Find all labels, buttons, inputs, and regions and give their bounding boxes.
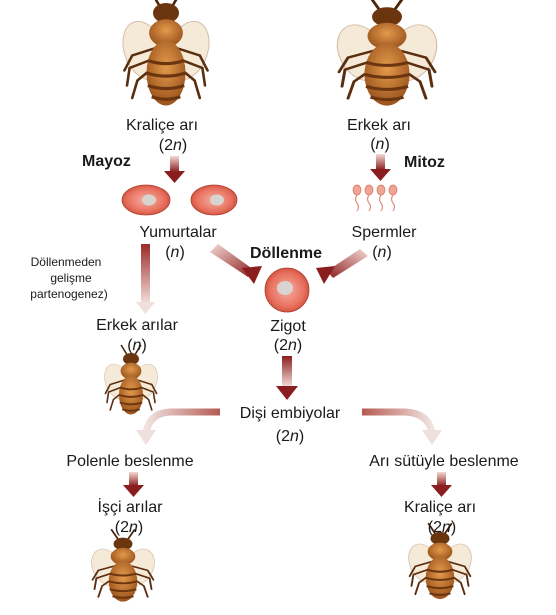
fertilization-label: Döllenme <box>250 245 322 262</box>
parthenogenesis-line-1: Döllenmeden <box>31 255 102 269</box>
mitosis-arrow-icon <box>370 154 391 181</box>
drones-ploidy: (n) <box>127 337 147 354</box>
queen-bottom-ploidy: (2n) <box>428 519 456 536</box>
queen-bottom-label: Kraliçe arı <box>404 499 476 516</box>
eggs-label: Yumurtalar <box>139 224 217 241</box>
egg-icon <box>122 185 170 215</box>
meiosis-arrow-icon <box>164 156 185 183</box>
royal-jelly-branch-arrow-icon <box>362 412 442 445</box>
worker-bee-icon <box>86 530 159 602</box>
egg-icon <box>191 185 237 215</box>
zygote-ploidy: (2n) <box>274 337 302 354</box>
royal-jelly-to-queen-arrow-icon <box>431 472 452 497</box>
drone-bee-small-icon <box>100 346 162 415</box>
pollen-feeding-label: Polenle beslenme <box>66 453 193 470</box>
zygote-to-embryo-arrow-icon <box>276 356 298 400</box>
queen-top-label: Kraliçe arı <box>126 117 198 134</box>
sperm-to-zygote-arrow-icon <box>316 249 368 284</box>
mitosis-label: Mitoz <box>404 154 445 171</box>
queen-top-ploidy: (2n) <box>159 137 187 154</box>
sperm-icon <box>353 185 397 211</box>
female-embryos-ploidy: (2n) <box>276 428 304 445</box>
eggs-ploidy: (n) <box>165 244 185 261</box>
drones-label: Erkek arılar <box>96 317 178 334</box>
zygote-label: Zigot <box>270 318 306 335</box>
drone-top-ploidy: (n) <box>370 136 390 153</box>
sperm-ploidy: (n) <box>372 244 392 261</box>
workers-label: İşçi arılar <box>98 497 164 516</box>
zygote-icon <box>265 268 309 312</box>
sperm-label: Spermler <box>352 224 418 241</box>
drone-top-label: Erkek arı <box>347 117 411 134</box>
royal-jelly-feeding-label: Arı sütüyle beslenme <box>369 453 519 470</box>
meiosis-label: Mayoz <box>82 153 131 170</box>
pollen-branch-arrow-icon <box>136 412 220 445</box>
parthenogenesis-line-2: gelişme <box>50 271 92 285</box>
parthenogenesis-arrow-icon <box>136 244 155 314</box>
female-embryos-label: Dişi embiyolar <box>240 405 341 422</box>
queen-bee-icon <box>116 0 217 106</box>
workers-ploidy: (2n) <box>115 519 143 536</box>
parthenogenesis-line-3: partenogenez) <box>30 287 107 301</box>
pollen-to-worker-arrow-icon <box>123 472 144 497</box>
drone-bee-icon <box>329 0 445 106</box>
